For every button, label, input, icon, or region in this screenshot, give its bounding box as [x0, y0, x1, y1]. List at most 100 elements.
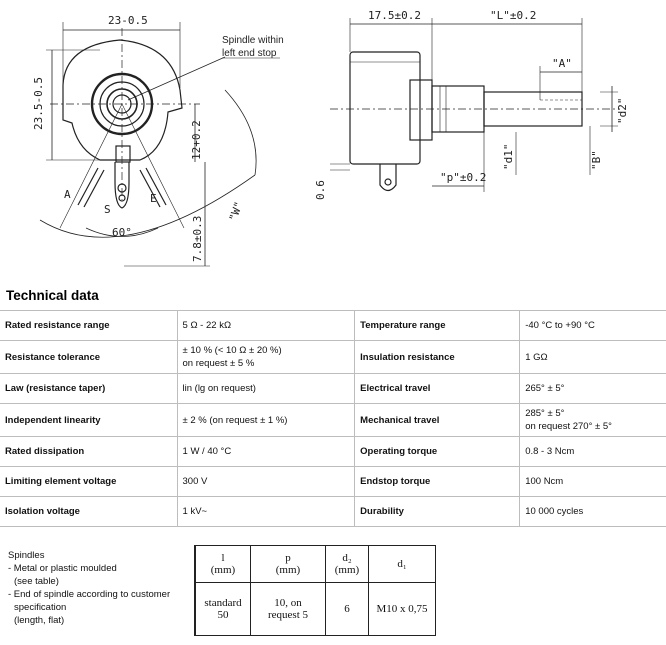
anti-rotation-tab	[115, 145, 131, 163]
spec-label-text: Rated resistance range	[5, 320, 110, 331]
side-view	[330, 18, 620, 192]
dim-d2: "d2"	[616, 98, 629, 125]
spec-value-text: 100 Ncm	[525, 476, 564, 487]
spec-value: 285° ± 5° on request 270° ± 5°	[519, 403, 666, 437]
dim-l: "L"±0.2	[490, 9, 536, 22]
spec-label-text: Law (resistance taper)	[5, 383, 106, 394]
dim-a-side: "A"	[552, 57, 572, 70]
spec-label-text: Limiting element voltage	[5, 476, 117, 487]
dim-78: 7.8±0.3	[191, 216, 204, 262]
spec-value-text: 285° ± 5°	[525, 408, 565, 419]
spec-value-text: 300 V	[182, 476, 208, 487]
dim-d1: "d1"	[502, 144, 515, 171]
spec-row: Rated resistance range 5 Ω - 22 kΩ Tempera…	[0, 310, 666, 341]
dim-height: 23.5-0.5	[32, 77, 45, 130]
section-title: Technical data	[6, 288, 99, 303]
spec-label: Independent linearity	[0, 403, 178, 437]
spec-value: 1 W / 40 °C	[177, 436, 356, 467]
spec-label: Electrical travel	[354, 373, 521, 404]
spec-label-text: Mechanical travel	[360, 414, 440, 426]
technical-drawing: 23-0.5 23.5-0.5 12+0.2 7.8±0.3 "W" 60° A…	[0, 0, 666, 278]
pot-body-outline	[62, 39, 183, 161]
spec-row: Limiting element voltage 300 V Endstop tor…	[0, 466, 666, 497]
spec-value-text: on request 270° ± 5°	[525, 421, 612, 432]
dim-w: "W"	[227, 200, 246, 223]
spec-value: 5 Ω - 22 kΩ	[177, 310, 356, 341]
spec-value: 1 GΩ	[519, 340, 666, 374]
technical-data-table: Rated resistance range 5 Ω - 22 kΩ Tempera…	[0, 310, 666, 527]
spindles-line: (length, flat)	[14, 615, 65, 626]
spec-row: Rated dissipation 1 W / 40 °C Operating to…	[0, 436, 666, 467]
housing	[349, 51, 421, 165]
spec-value-text: 1 kV~	[182, 506, 208, 517]
spec-label: Mechanical travel	[354, 403, 521, 437]
spec-value: 1 kV~	[177, 496, 356, 527]
spindles-notes: Spindles - Metal or plastic moulded (see…	[8, 549, 170, 627]
spec-value-text: 10 000 cycles	[525, 506, 584, 517]
spindles-line: - End of spindle according to customer	[8, 589, 171, 600]
spindles-line: specification	[14, 602, 67, 613]
label-a: A	[64, 188, 71, 201]
label-e: E	[150, 192, 157, 205]
front-view	[39, 22, 280, 267]
spec-value: 0.8 - 3 Ncm	[519, 436, 666, 467]
spec-value-text: lin (lg on request)	[182, 383, 256, 394]
note-line-2: left end stop	[222, 48, 277, 59]
spec-label: Isolation voltage	[0, 496, 178, 527]
spec-label-text: Resistance tolerance	[5, 351, 101, 363]
spec-value: 100 Ncm	[519, 466, 666, 497]
spec-row: Law (resistance taper) lin (lg on request…	[0, 373, 666, 404]
spindle-cell-d1: M10 x 0,75	[368, 582, 436, 636]
spec-label: Endstop torque	[354, 466, 521, 497]
spec-value: -40 °C to +90 °C	[519, 310, 666, 341]
spec-label-text: Insulation resistance	[360, 351, 455, 363]
spec-label-text: Rated dissipation	[5, 446, 85, 457]
spec-value: 10 000 cycles	[519, 496, 666, 527]
label-s: S	[104, 203, 111, 216]
spec-label: Insulation resistance	[354, 340, 521, 374]
travel-arc	[39, 174, 256, 238]
spec-label: Rated dissipation	[0, 436, 178, 467]
dim-12: 12+0.2	[190, 120, 203, 160]
dim-p: "p"±0.2	[440, 171, 486, 184]
note-line-1: Spindle within	[222, 35, 284, 46]
spec-value-text: 1 W / 40 °C	[182, 446, 232, 457]
spec-label: Limiting element voltage	[0, 466, 178, 497]
spec-value-text: ± 10 % (< 10 Ω ± 20 %)	[182, 345, 282, 356]
spec-value: 300 V	[177, 466, 356, 497]
spindle-cell-d2: 6	[325, 582, 369, 636]
spec-label-text: Operating torque	[360, 446, 438, 457]
spec-label-text: Electrical travel	[360, 383, 431, 394]
dim-06: 0.6	[314, 180, 327, 200]
spec-row: Independent linearity ± 2 % (on request ±…	[0, 403, 666, 437]
dim-175: 17.5±0.2	[368, 9, 421, 22]
spec-value-text: 5 Ω - 22 kΩ	[182, 320, 232, 331]
spec-value: lin (lg on request)	[177, 373, 356, 404]
spec-value-text: ± 2 % (on request ± 1 %)	[182, 414, 288, 426]
spec-value-text: 265° ± 5°	[525, 383, 565, 394]
terminal-s	[114, 162, 130, 209]
spec-value-text: 0.8 - 3 Ncm	[525, 446, 575, 457]
spec-label: Resistance tolerance	[0, 340, 178, 374]
spec-label: Durability	[354, 496, 521, 527]
spindles-line: Spindles	[8, 550, 45, 561]
spindle-header-l: l(mm)	[194, 545, 251, 583]
spindles-line: (see table)	[14, 576, 59, 587]
spec-value: 265° ± 5°	[519, 373, 666, 404]
dim-width: 23-0.5	[108, 14, 148, 27]
spec-value-text: on request ± 5 %	[182, 358, 255, 369]
spec-value-text: -40 °C to +90 °C	[525, 320, 595, 331]
spindle-header-p: p(mm)	[250, 545, 326, 583]
spec-row: Isolation voltage 1 kV~ Durability 10 000 c…	[0, 496, 666, 527]
terminal-hole	[117, 183, 127, 193]
dim-b: "B"	[590, 150, 603, 170]
spec-value-text: 1 GΩ	[525, 351, 548, 363]
spec-label: Temperature range	[354, 310, 521, 341]
spec-value: ± 10 % (< 10 Ω ± 20 %) on request ± 5 %	[177, 340, 356, 374]
spec-label-text: Temperature range	[360, 320, 446, 331]
spec-label-text: Independent linearity	[5, 414, 101, 426]
spec-value: ± 2 % (on request ± 1 %)	[177, 403, 356, 437]
